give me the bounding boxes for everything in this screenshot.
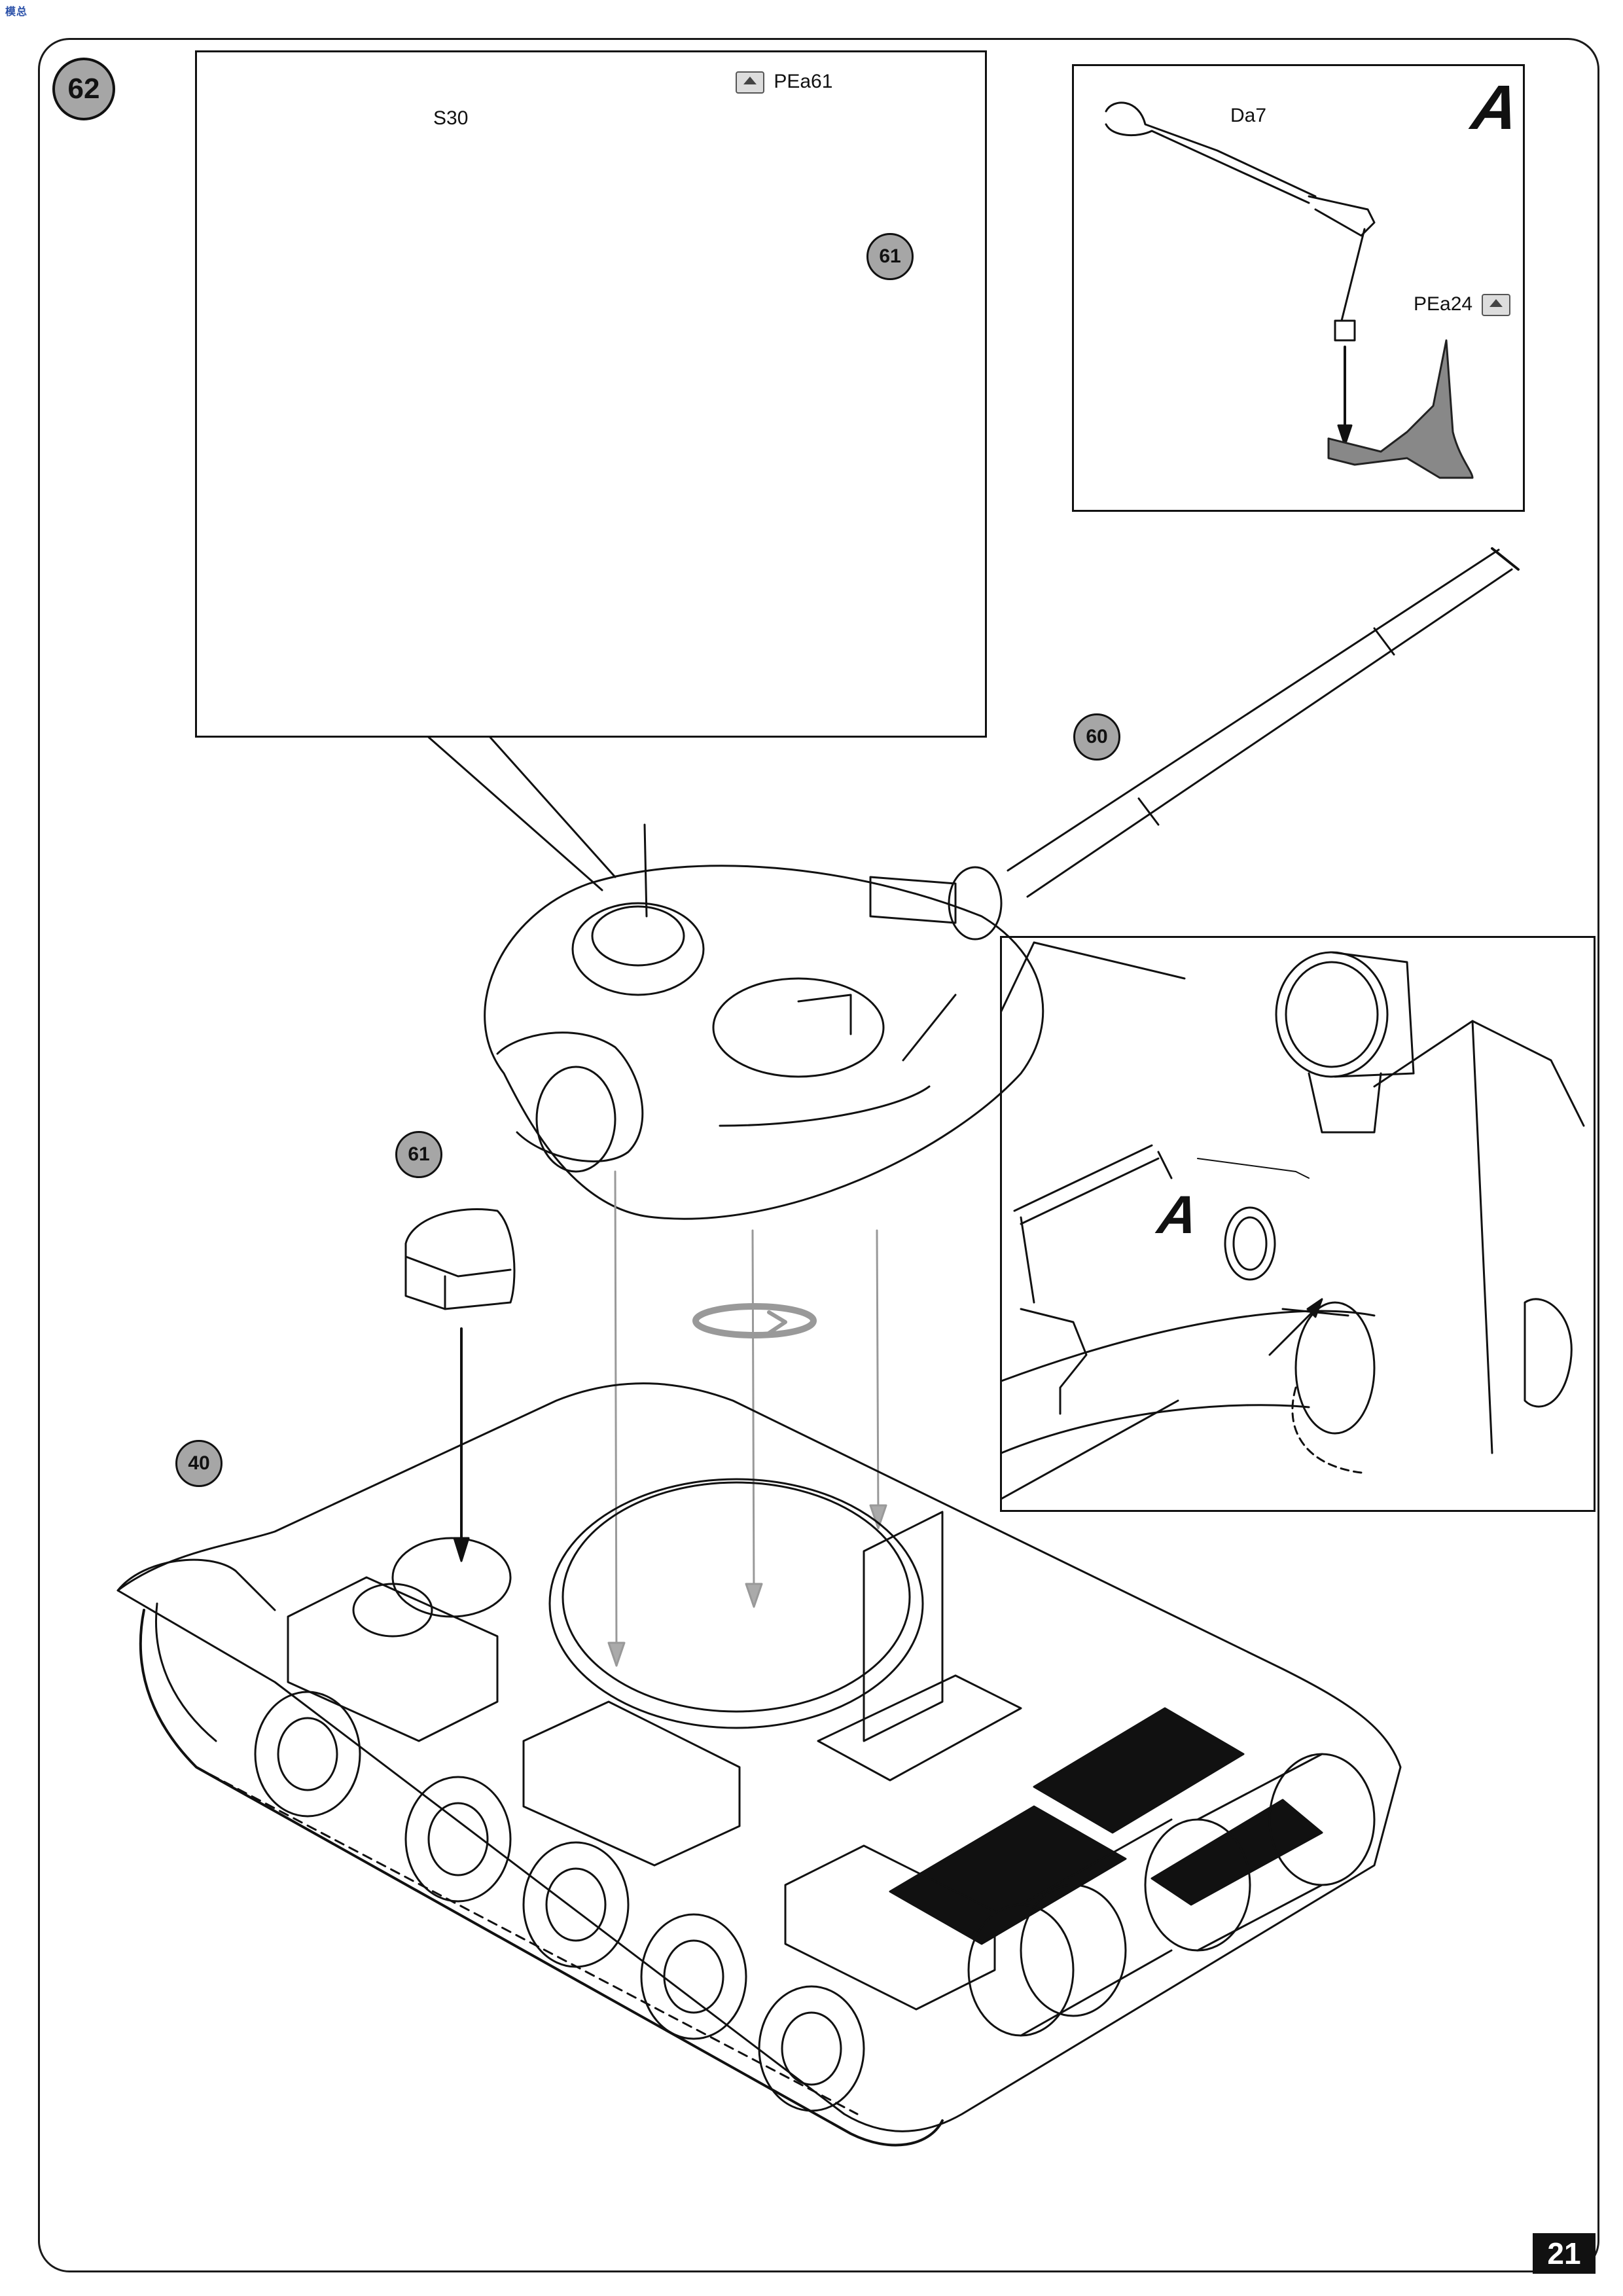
- callout-60: 60: [1073, 713, 1120, 761]
- callout-61-top: 61: [866, 233, 914, 280]
- detail-box-turret: [195, 50, 987, 738]
- callout-61-mid: 61: [395, 1131, 442, 1178]
- part-label-pea61-text: PEa61: [774, 71, 833, 92]
- part-label-pea61: PEa61: [732, 71, 832, 94]
- zoom-line-left: [424, 733, 603, 891]
- watermark-logo: 模总: [5, 5, 28, 18]
- part-label-pea24: PEa24: [1414, 293, 1514, 317]
- photo-etch-icon: [1482, 294, 1511, 317]
- detail-box-a: [1072, 64, 1525, 512]
- part-label-s30: S30: [433, 107, 469, 129]
- part-label-pea24-text: PEa24: [1414, 293, 1473, 315]
- photo-etch-icon: [736, 71, 764, 94]
- step-number-badge: 62: [52, 58, 115, 120]
- callout-40: 40: [175, 1440, 223, 1487]
- zoom-line-right: [486, 733, 616, 878]
- rotate-arrow-icon: [692, 1303, 817, 1338]
- page-number: 21: [1533, 2233, 1596, 2274]
- part-label-da7: Da7: [1230, 105, 1267, 126]
- road-wheels: [254, 1691, 865, 2112]
- page-frame: [38, 38, 1599, 2272]
- detail-box-gun-mantlet: [1000, 936, 1596, 1512]
